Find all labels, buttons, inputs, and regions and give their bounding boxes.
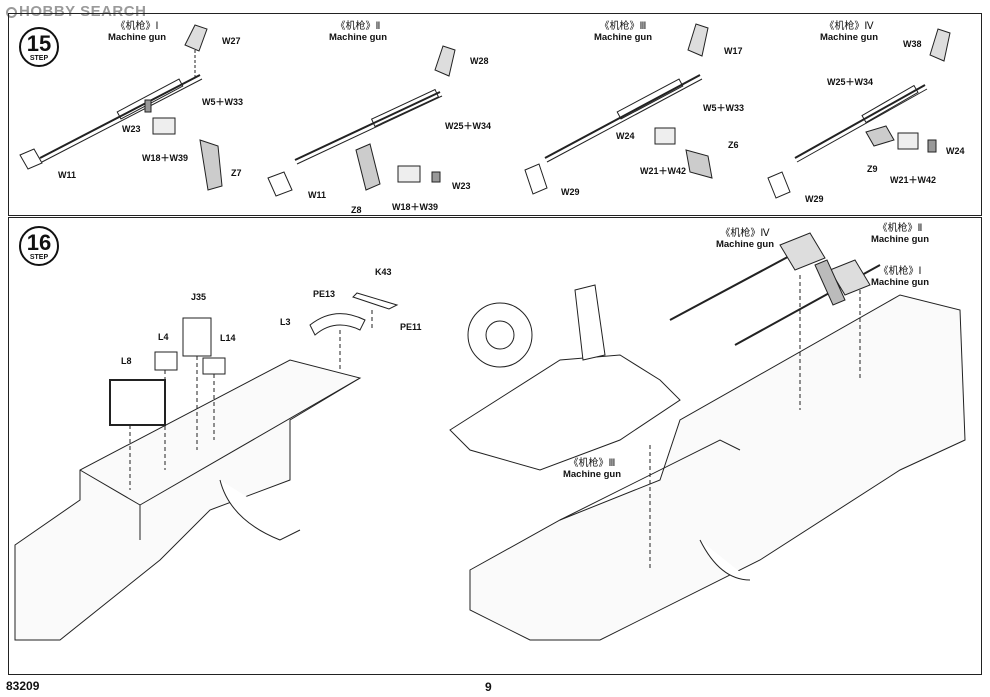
part-label: Z6 — [728, 140, 739, 150]
step15-badge: 15 STEP — [19, 27, 59, 67]
part-label: W25＋W34 — [445, 121, 492, 131]
part-label: W5＋W33 — [202, 97, 244, 107]
part-label: L4 — [158, 332, 169, 342]
hull-assembly-left — [14, 292, 399, 641]
gun-drawing-3 — [524, 23, 713, 195]
part-label: W5＋W33 — [703, 103, 745, 113]
part-label: W21＋W42 — [640, 166, 687, 176]
part-label: Z9 — [867, 164, 878, 174]
part-label: W23 — [122, 124, 141, 134]
hull-assembly-right — [449, 232, 966, 641]
part-label: W25＋W34 — [827, 77, 874, 87]
watermark: HOBBY SEARCH — [6, 3, 146, 20]
part-label: J35 — [191, 292, 207, 302]
part-label: W28 — [470, 56, 489, 66]
part-label: W38 — [903, 39, 922, 49]
part-label: W23 — [452, 181, 471, 191]
gun-drawing-2 — [267, 45, 456, 197]
part-label: Z8 — [351, 205, 362, 215]
part-label: L8 — [121, 356, 132, 366]
part-label: W17 — [724, 46, 743, 56]
gun-drawing-1 — [19, 24, 223, 191]
part-label: W27 — [222, 36, 241, 46]
part-label: K43 — [375, 267, 392, 277]
part-label: W24 — [946, 146, 965, 156]
step15-title-3: 《机枪》Ⅲ Machine gun — [593, 21, 653, 43]
step15-title-1: 《机枪》Ⅰ Machine gun — [107, 21, 167, 43]
part-label: W18＋W39 — [142, 153, 189, 163]
step16-panel — [8, 217, 982, 675]
page-number: 9 — [485, 680, 492, 694]
gun-drawing-4 — [767, 28, 951, 199]
part-label: W18＋W39 — [392, 202, 439, 212]
step16-title-iv: 《机枪》Ⅳ Machine gun — [715, 228, 775, 250]
part-label: L14 — [220, 333, 236, 343]
step16-title-i: 《机枪》Ⅰ Machine gun — [870, 266, 930, 288]
watermark-logo-icon — [6, 7, 17, 18]
step15-title-4: 《机枪》Ⅳ Machine gun — [819, 21, 879, 43]
part-label: L3 — [280, 317, 291, 327]
part-label: W11 — [308, 190, 327, 200]
part-label: W11 — [58, 170, 77, 180]
product-code: 83209 — [6, 679, 40, 693]
part-label: W24 — [616, 131, 635, 141]
step16-badge: 16 STEP — [19, 226, 59, 266]
part-label: W21＋W42 — [890, 175, 937, 185]
part-label: W29 — [561, 187, 580, 197]
part-label: Z7 — [231, 168, 242, 178]
step15-panel — [8, 13, 982, 216]
part-label: PE13 — [313, 289, 336, 299]
part-label: PE11 — [400, 322, 422, 332]
step16-title-iii: 《机枪》Ⅲ Machine gun — [562, 458, 622, 480]
step15-title-2: 《机枪》Ⅱ Machine gun — [328, 21, 388, 43]
part-label: W29 — [805, 194, 824, 204]
step16-title-ii: 《机枪》Ⅱ Machine gun — [870, 223, 930, 245]
